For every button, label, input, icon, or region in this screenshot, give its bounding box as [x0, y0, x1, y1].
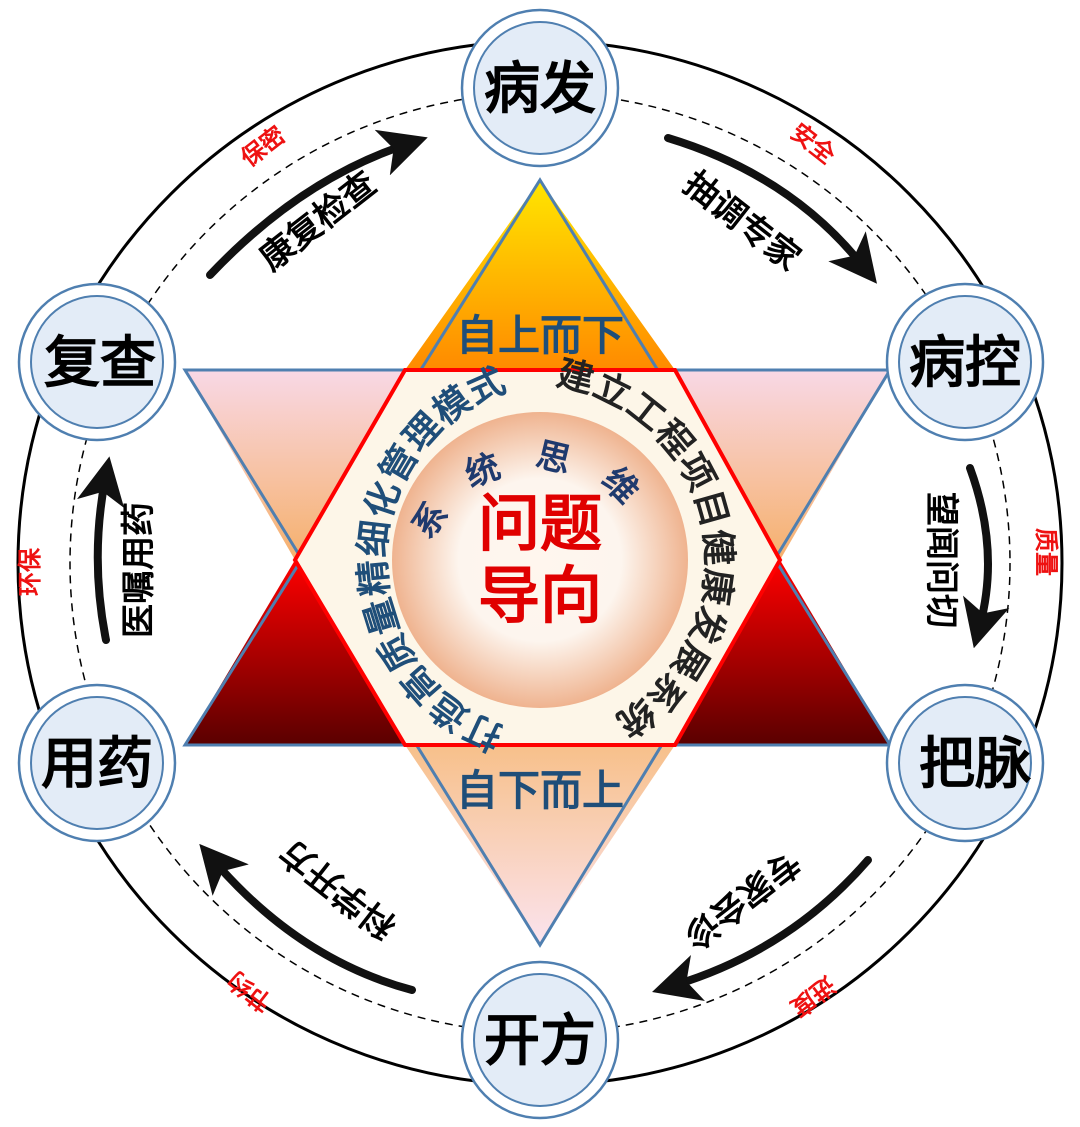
core-circle: [392, 412, 688, 708]
value-label-anquan: 安全: [785, 118, 841, 170]
value-label-huanbao: 环保: [16, 547, 44, 596]
node-label-fucha: 复查: [44, 331, 156, 396]
value-label-baomi: 保密: [235, 121, 291, 173]
arrow-bamai-to-kaifang: [652, 856, 872, 1001]
node-label-bingfa: 病发: [484, 57, 596, 122]
top-triangle: [405, 180, 675, 370]
bottom-up-label: 自下而上: [456, 766, 624, 815]
node-label-kaifang: 开方: [484, 1009, 596, 1074]
star: [182, 177, 893, 948]
node-label-bingkong: 病控: [909, 331, 1021, 396]
value-label-jindu: 进度: [785, 970, 841, 1022]
arrow-bingkong-to-bamai: [962, 464, 1010, 649]
core-line-1: 问题: [478, 487, 602, 560]
top-down-label: 自上而下: [456, 311, 624, 360]
cycle-arrows: [76, 129, 1010, 1001]
node-bingkong: 病控: [885, 282, 1045, 442]
arrow-fucha-to-bingfa: [206, 129, 428, 279]
lower-left-triangle: [185, 560, 405, 745]
node-bamai: 把脉: [885, 683, 1045, 843]
arrow-kaifang-to-yongyao: [199, 843, 416, 994]
upper-right-triangle: [675, 370, 890, 560]
core-line-2: 导向: [478, 559, 602, 632]
step-label-yongyao-fucha: 医嘱用药: [119, 502, 159, 638]
step-label-bingkong-bamai: 望闻问切: [921, 492, 961, 628]
node-fucha: 复查: [17, 282, 177, 442]
step-label-bamai-kaifang: 专家会诊: [675, 841, 808, 957]
node-label-yongyao: 用药: [41, 732, 153, 797]
arrow-yongyao-to-fucha: [76, 456, 125, 644]
arrow-bingfa-to-bingkong: [664, 134, 877, 284]
upper-left-triangle: [185, 370, 405, 560]
bottom-triangle: [405, 745, 675, 945]
node-bingfa: 病发: [460, 8, 620, 168]
value-label-zhiliang: 质量: [1032, 528, 1060, 576]
step-label-bingfa-bingkong: 抽调专家: [676, 164, 808, 279]
node-kaifang: 开方: [460, 960, 620, 1120]
lower-right-triangle: [675, 560, 890, 745]
node-yongyao: 用药: [17, 683, 177, 843]
node-label-bamai: 把脉: [919, 732, 1032, 797]
